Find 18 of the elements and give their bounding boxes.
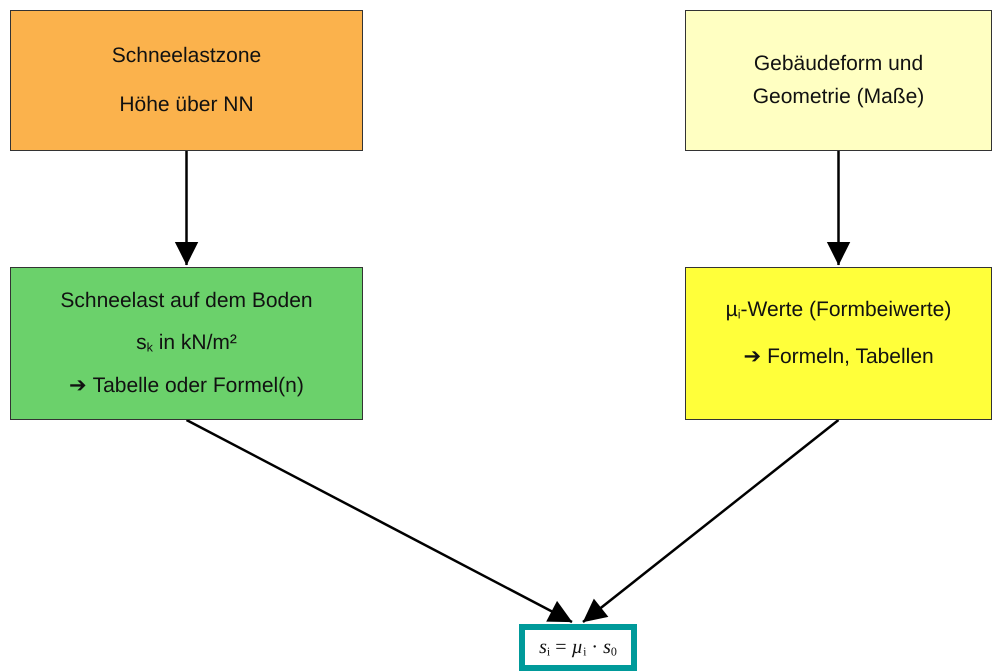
box-text: s$_{k}$ in kN/m² (136, 330, 237, 357)
box-text: µ$_{i}$-Werte (Formbeiwerte) (726, 297, 952, 324)
process-box (685, 267, 992, 420)
process-box (10, 267, 363, 420)
box-text: Schneelast auf dem Boden (60, 288, 313, 314)
box-text: Gebäudeform und Geometrie (Maße) (752, 50, 926, 110)
process-box (10, 10, 363, 151)
formula-box (519, 624, 637, 671)
arrow (174, 151, 198, 266)
arrow (582, 419, 840, 623)
box-text: ➔ Tabelle oder Formel(n) (69, 372, 304, 399)
arrow (826, 151, 850, 266)
process-box (685, 10, 992, 151)
arrow (186, 418, 573, 624)
box-text: Höhe über NN (119, 92, 254, 118)
box-text: ➔ Formeln, Tabellen (743, 344, 934, 370)
formula-text: s$_{i}$ = µ$_{i}$ · s$_{0}$ (539, 635, 617, 660)
box-text: Schneelastzone (112, 42, 262, 69)
